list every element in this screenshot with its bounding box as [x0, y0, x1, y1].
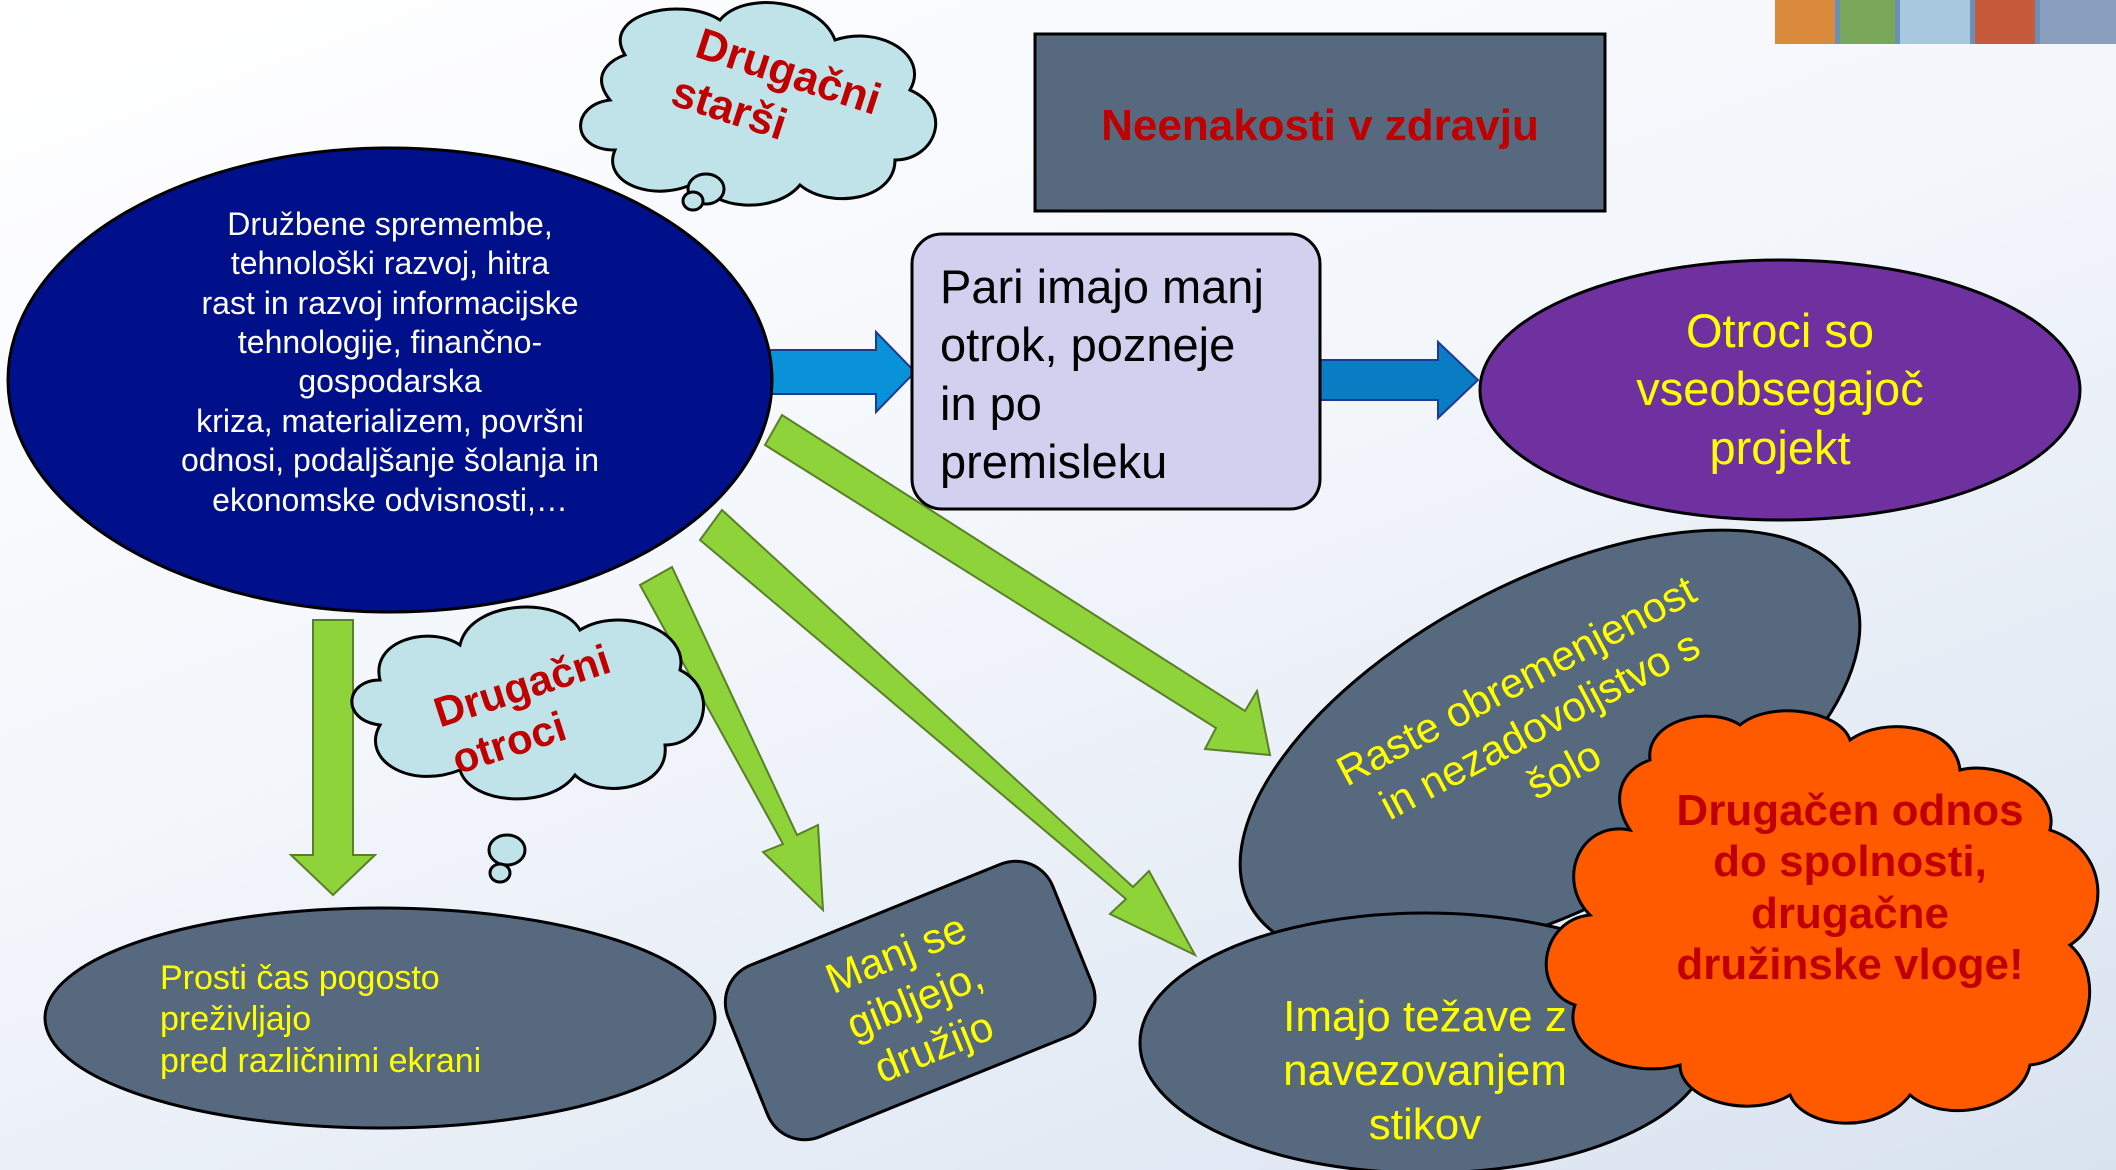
- main-line: tehnološki razvoj, hitra: [230, 245, 550, 282]
- screens-line: preživljajo: [160, 1000, 312, 1039]
- node-move-box: [723, 859, 1097, 1142]
- main-line: gospodarska: [298, 363, 482, 400]
- main-line: tehnologije, finančno-: [237, 324, 543, 361]
- main-line: ekonomske odvisnosti,…: [212, 481, 568, 518]
- sexuality-line: Drugačen odnos: [1676, 786, 2024, 835]
- project-line: vseobsegajoč: [1636, 362, 1924, 416]
- arrow-to-move: [638, 565, 825, 913]
- main-line: kriza, materializem, površni: [196, 402, 584, 439]
- page-title: Neenakosti v zdravju: [1101, 101, 1539, 150]
- node-screens-ellipse: [43, 906, 717, 1130]
- main-line: Družbene spremembe,: [227, 206, 553, 242]
- node-main-ellipse: [6, 146, 774, 614]
- node-screens-text: Prosti čas pogosto preživljajo pred razl…: [160, 958, 580, 1082]
- photo-strip: [1775, 0, 2116, 44]
- sexuality-line: drugačne: [1750, 888, 1950, 938]
- cloud-children: [350, 605, 706, 884]
- contacts-line: stikov: [1368, 1100, 1482, 1150]
- screens-line: pred različnimi ekrani: [160, 1041, 482, 1080]
- arrow-to-school: [763, 413, 1272, 757]
- couples-line: Pari imajo manj: [940, 260, 1264, 313]
- cloud-parents: [579, 1, 938, 212]
- couples-line: premisleku: [940, 434, 1168, 488]
- contacts-line: Imajo težave z: [1283, 992, 1567, 1041]
- arrow-couples-to-project: [1319, 339, 1480, 421]
- node-project-text: Otroci so vseobsegajoč projekt: [1580, 302, 1980, 477]
- screens-line: Prosti čas pogosto: [160, 959, 440, 997]
- node-main-text: Družbene spremembe, tehnološki razvoj, h…: [120, 205, 660, 520]
- project-line: Otroci so: [1685, 304, 1875, 357]
- main-line: rast in razvoj informacijske: [201, 284, 579, 321]
- title-box: [1033, 32, 1607, 213]
- sexuality-line: do spolnosti,: [1713, 837, 1987, 887]
- main-line: odnosi, podaljšanje šolanja in: [180, 442, 600, 479]
- arrow-main-to-couples: [769, 329, 917, 415]
- couples-line: in po: [940, 376, 1042, 430]
- cloud-sexuality: [1544, 709, 2100, 1125]
- cloud-sexuality-text: Drugačen odnos do spolnosti, drugačne dr…: [1640, 785, 2060, 991]
- node-contacts-text: Imajo težave z navezovanjem stikov: [1200, 990, 1650, 1152]
- node-couples-box: [910, 232, 1322, 511]
- sexuality-line: družinske vloge!: [1676, 940, 2024, 990]
- couples-line: otrok, pozneje: [940, 318, 1236, 372]
- project-line: projekt: [1709, 420, 1851, 474]
- node-project-ellipse: [1478, 258, 2082, 522]
- node-couples-text: Pari imajo manj otrok, pozneje in po pre…: [940, 258, 1315, 491]
- contacts-line: navezovanjem: [1283, 1046, 1567, 1096]
- arrow-to-contacts: [698, 508, 1198, 958]
- arrow-to-screens: [288, 619, 378, 897]
